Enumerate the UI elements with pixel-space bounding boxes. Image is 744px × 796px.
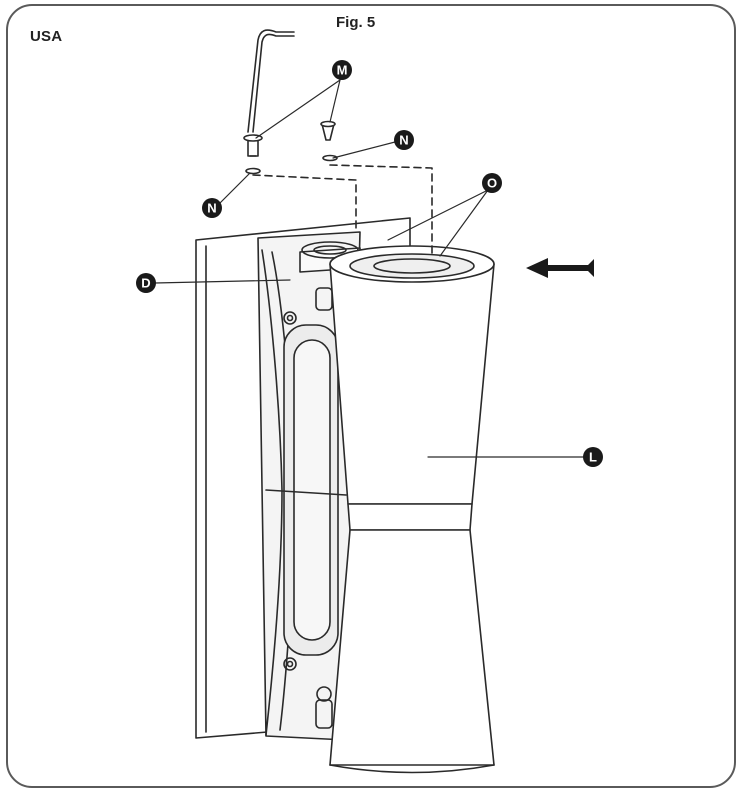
- callout-N-upper-label: N: [399, 133, 408, 148]
- callout-L: L: [583, 447, 603, 467]
- region-label: USA: [30, 28, 63, 45]
- callout-M: M: [332, 60, 352, 80]
- lamp-body: [329, 245, 495, 774]
- hex-key-icon: [247, 29, 295, 133]
- left-arrow-icon: [526, 258, 594, 278]
- callout-O: O: [482, 173, 502, 193]
- callout-N-lower-label: N: [207, 201, 216, 216]
- callout-M-label: M: [337, 63, 348, 78]
- callout-L-label: L: [589, 450, 597, 465]
- callout-O-label: O: [487, 176, 497, 191]
- callout-N-lower: N: [202, 198, 222, 218]
- screw-right: [320, 120, 336, 141]
- callout-N-upper: N: [394, 130, 414, 150]
- washer-right: [322, 154, 338, 162]
- washer-left: [245, 167, 261, 175]
- callout-D: D: [136, 273, 156, 293]
- screw-left: [243, 134, 263, 157]
- figure-title: Fig. 5: [336, 14, 376, 31]
- callout-D-label: D: [141, 276, 150, 291]
- bracket-body: [257, 231, 361, 741]
- alignment-lines: [252, 164, 433, 256]
